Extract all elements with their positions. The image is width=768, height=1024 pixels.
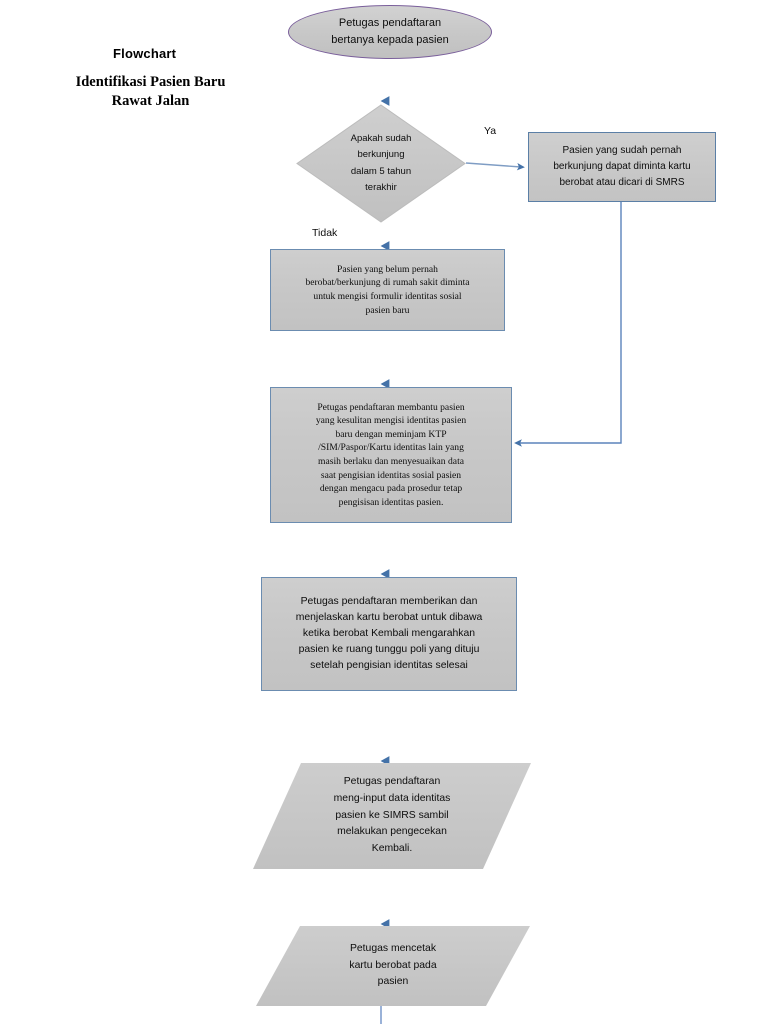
edge-decision-to-returning-patient xyxy=(465,162,525,171)
edge-label-yes: Ya xyxy=(484,125,497,137)
node-input-simrs[interactable]: Petugas pendaftaran meng-input data iden… xyxy=(253,763,531,869)
diamond-shape xyxy=(296,104,466,223)
page-title: Flowchart xyxy=(113,46,177,61)
node-decision-label: Apakah sudah berkunjung dalam 5 tahun te… xyxy=(350,132,412,193)
node-returning-patient[interactable]: Pasien yang sudah pernah berkunjung dapa… xyxy=(528,132,716,202)
edge-label-no: Tidak xyxy=(312,227,338,239)
node-input-simrs-label: Petugas pendaftaran meng-input data iden… xyxy=(333,775,451,855)
node-give-card[interactable]: Petugas pendaftaran memberikan dan menje… xyxy=(261,577,517,691)
edge-returning-patient-to-assist xyxy=(514,202,622,447)
node-print-card[interactable]: Petugas mencetak kartu berobat pada pasi… xyxy=(256,926,530,1006)
parallelogram-shape-print xyxy=(256,926,530,1006)
node-give-card-label: Petugas pendaftaran memberikan dan menje… xyxy=(295,596,483,671)
node-assist-identity[interactable]: Petugas pendaftaran membantu pasien yang… xyxy=(270,387,512,523)
parallelogram-shape-input xyxy=(253,763,531,869)
node-print-card-label: Petugas mencetak kartu berobat pada pasi… xyxy=(349,942,437,988)
node-assist-identity-label: Petugas pendaftaran membantu pasien yang… xyxy=(315,401,467,508)
node-new-patient-form[interactable]: Pasien yang belum pernah berobat/berkunj… xyxy=(270,249,505,331)
node-returning-patient-label: Pasien yang sudah pernah berkunjung dapa… xyxy=(553,144,691,189)
node-decision[interactable]: Apakah sudah berkunjung dalam 5 tahun te… xyxy=(296,104,466,223)
page-subtitle: Identifikasi Pasien Baru Rawat Jalan xyxy=(75,74,226,109)
node-start[interactable]: Petugas pendaftaran bertanya kepada pasi… xyxy=(288,5,492,59)
node-start-label: Petugas pendaftaran bertanya kepada pasi… xyxy=(331,16,449,46)
node-new-patient-form-label: Pasien yang belum pernah berobat/berkunj… xyxy=(305,263,470,316)
